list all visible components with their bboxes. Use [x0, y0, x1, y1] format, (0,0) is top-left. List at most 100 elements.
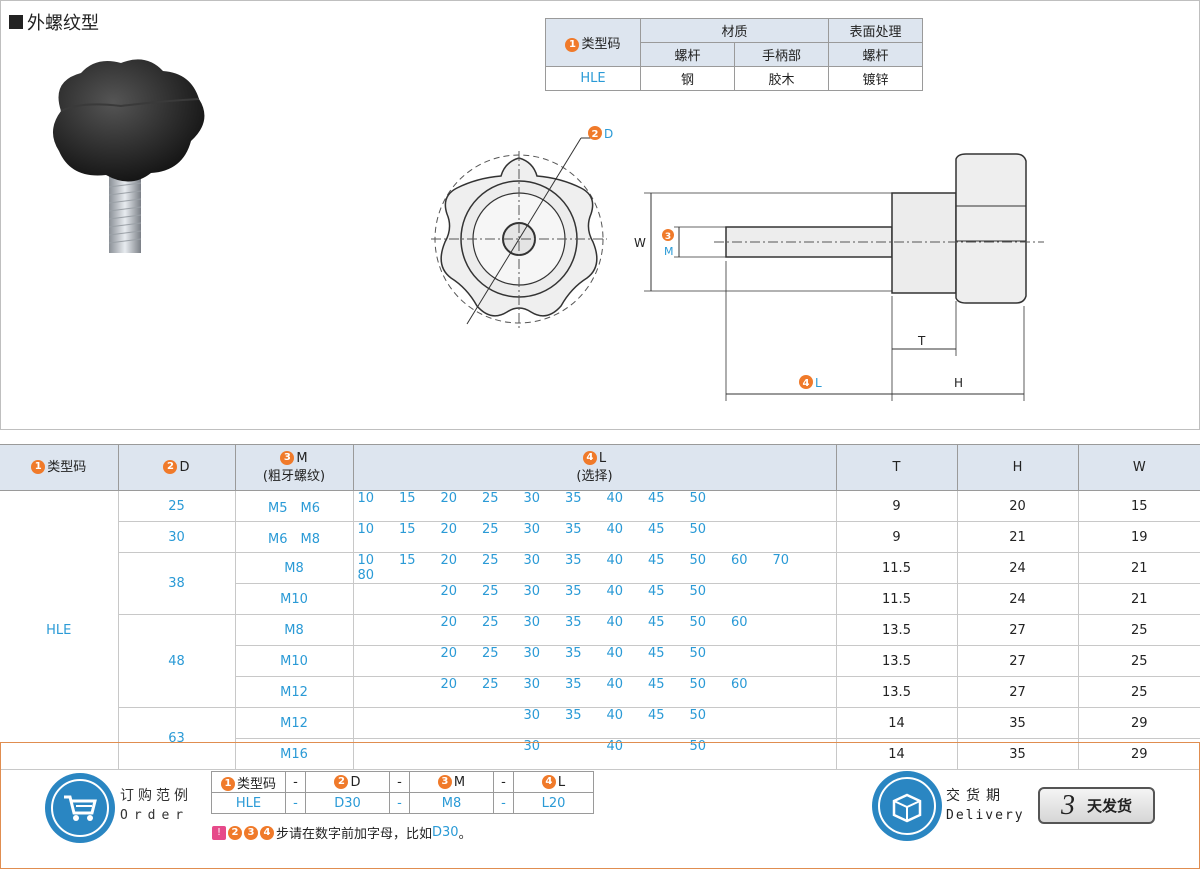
spec-l-value: 50	[689, 646, 707, 661]
spec-l-value: 50	[689, 584, 707, 599]
spec-l-value: 45	[648, 615, 665, 630]
front-view-drawing: 2 D	[431, 126, 613, 328]
order-head-dash: -	[285, 771, 306, 793]
order-value-dash: -	[389, 792, 410, 814]
spec-w-value: 29	[1077, 738, 1200, 770]
order-value-code: HLE	[211, 792, 286, 814]
delivery-days-badge: 3 天发货	[1038, 787, 1155, 824]
spec-l-value: 30	[523, 708, 541, 723]
spec-l-value: 20	[440, 522, 458, 537]
spec-h-value: 24	[956, 583, 1079, 615]
spec-l-value: 40	[606, 491, 624, 506]
spec-l-value: 25	[482, 677, 499, 692]
spec-l-value: 40	[606, 522, 624, 537]
delivery-label: 交货期 Delivery	[946, 788, 1025, 823]
spec-t-value: 13.5	[835, 614, 958, 646]
spec-l-value: 50	[689, 491, 707, 506]
spec-l-value: 40	[606, 584, 624, 599]
screw-header: 螺杆	[640, 42, 735, 67]
spec-l-value: 45	[648, 677, 665, 692]
spec-l-value: 20	[440, 677, 458, 692]
spec-l-value: 60	[731, 615, 748, 630]
spec-m-value: M6 M8	[234, 521, 354, 553]
spec-t-value: 9	[835, 521, 958, 553]
spec-type-code: HLE	[0, 490, 119, 770]
spec-l-value: 30	[523, 522, 541, 537]
spec-w-value: 25	[1077, 676, 1200, 708]
spec-h-value: 20	[956, 490, 1079, 522]
spec-l-value: 30	[523, 491, 541, 506]
spec-d-value: 48	[118, 614, 236, 708]
spec-l-value: 25	[482, 553, 499, 568]
side-view-drawing: W 3 M T 4 L H	[634, 153, 1044, 401]
spec-l-value: 40	[606, 646, 624, 661]
spec-t-value: 13.5	[835, 645, 958, 677]
spec-l-value: 40	[606, 708, 624, 723]
delivery-box-icon	[872, 771, 942, 841]
spec-h-value: 21	[956, 521, 1079, 553]
spec-m-value: M12	[235, 676, 354, 708]
dim-l-label: L	[815, 376, 822, 390]
spec-w-value: 15	[1077, 490, 1200, 522]
spec-header-w: W	[1077, 444, 1200, 491]
spec-h-value: 27	[956, 614, 1079, 646]
spec-h-value: 35	[956, 738, 1079, 770]
order-value-d: D30	[305, 792, 390, 814]
spec-l-value: 50	[689, 677, 707, 692]
order-value-dash: -	[285, 792, 306, 814]
spec-t-value: 13.5	[835, 676, 958, 708]
spec-l-value: 30	[523, 615, 541, 630]
spec-l-value: 40	[606, 553, 624, 568]
order-head-dash: -	[389, 771, 410, 793]
spec-l-value: 70	[772, 553, 790, 568]
spec-l-value: 35	[565, 584, 582, 599]
spec-l-value: 45	[648, 522, 665, 537]
order-value-dash: -	[493, 792, 514, 814]
spec-l-value: 25	[482, 522, 499, 537]
spec-h-value: 27	[956, 645, 1079, 677]
spec-l-value: 30	[523, 677, 541, 692]
spec-w-value: 19	[1077, 521, 1200, 553]
dim-h-label: H	[954, 376, 963, 390]
spec-l-value: 35	[565, 491, 582, 506]
dim-w-label: W	[634, 236, 646, 250]
spec-l-value: 45	[648, 553, 665, 568]
svg-text:3: 3	[665, 232, 671, 242]
spec-l-value: 25	[482, 615, 499, 630]
dim-m-label: M	[664, 245, 674, 258]
svg-text:4: 4	[803, 378, 810, 389]
spec-l-value: 20	[440, 615, 458, 630]
product-photo	[52, 59, 205, 253]
spec-l-value: 30	[523, 584, 541, 599]
cart-icon	[45, 773, 115, 843]
order-label: 订购范例 Order	[120, 788, 192, 823]
spec-d-value: 63	[118, 707, 236, 770]
spec-l-value: 60	[731, 677, 748, 692]
spec-l-value: 25	[482, 491, 499, 506]
spec-t-value: 14	[835, 738, 958, 770]
spec-d-value: 25	[117, 490, 236, 522]
spec-m-value: M8	[234, 614, 354, 646]
spec-h-value: 24	[956, 552, 1079, 584]
spec-l-value: 15	[399, 491, 416, 506]
spec-l-value: 45	[648, 708, 665, 723]
handle-header: 手柄部	[734, 42, 829, 67]
spec-d-value: 30	[118, 521, 236, 553]
material-header: 材质	[640, 18, 829, 43]
svg-text:2: 2	[592, 129, 599, 140]
